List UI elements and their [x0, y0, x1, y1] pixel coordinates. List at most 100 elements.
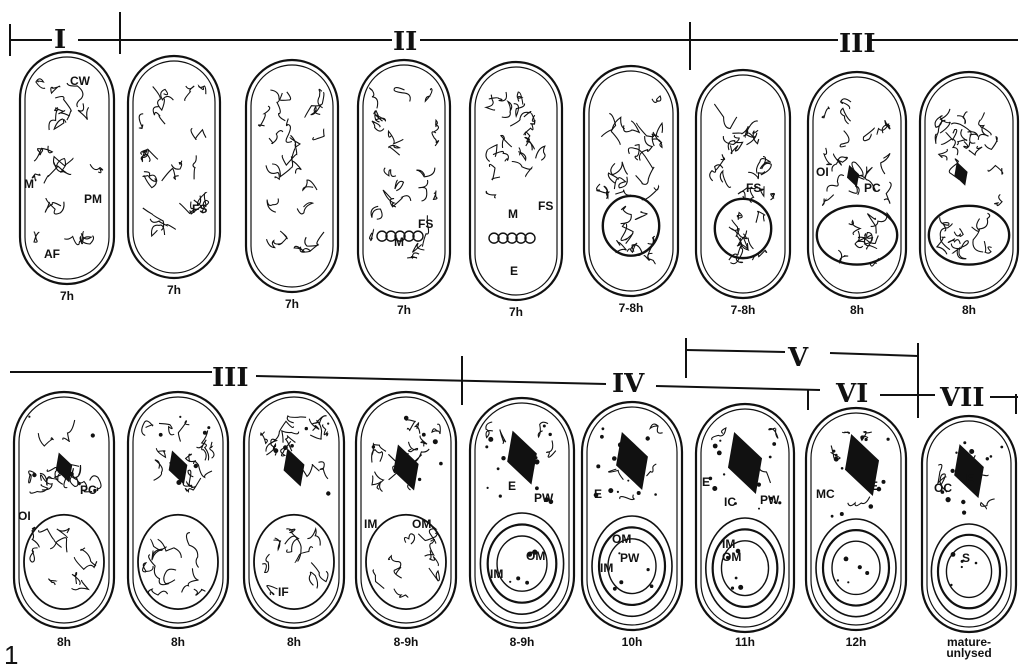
- cell-r2-4: [356, 392, 456, 628]
- label-m-1: M: [24, 177, 34, 191]
- cell-r1-3: [246, 60, 338, 292]
- label-fs-1: FS: [192, 202, 207, 216]
- time-label-5: 7h: [509, 305, 523, 319]
- label-e-2: E: [508, 479, 516, 493]
- spore-core: [832, 541, 880, 594]
- row-2-cells: [14, 392, 1016, 632]
- cell-r1-1: [20, 52, 114, 284]
- cell-wall: [696, 70, 790, 298]
- cell-r1-6: [584, 66, 678, 296]
- time-label-4: 7h: [397, 303, 411, 317]
- time-label-5: 8-9h: [510, 635, 535, 649]
- label-e-4: E: [702, 475, 710, 489]
- plasma-membrane: [925, 77, 1013, 293]
- plasma-membrane: [251, 65, 333, 287]
- plasma-membrane: [133, 397, 223, 623]
- label-pm: PM: [84, 192, 102, 206]
- figure-number: 1: [4, 640, 18, 671]
- row-1-cells: [20, 52, 1018, 300]
- plasma-membrane: [701, 75, 785, 293]
- time-label-8: 12h: [846, 635, 867, 649]
- stage-label-VII: VII: [939, 383, 985, 413]
- cell-wall: [128, 392, 228, 628]
- time-label-9: 8h: [962, 303, 976, 317]
- time-label-8: 8h: [850, 303, 864, 317]
- plasma-membrane: [133, 61, 215, 273]
- plasma-membrane: [589, 71, 673, 291]
- stage-label-I: I: [54, 25, 66, 55]
- label-om-3: OM: [612, 532, 631, 546]
- cell-wall: [356, 392, 456, 628]
- cell-r2-2: [128, 392, 228, 628]
- cell-r2-3: [244, 392, 344, 628]
- label-pw-1: PW: [534, 491, 554, 505]
- time-label-1: 8h: [57, 635, 71, 649]
- label-om-4: OM: [722, 550, 741, 564]
- label-oi-1: OI: [816, 165, 829, 179]
- time-label-2: 7h: [167, 283, 181, 297]
- label-oi-2: OI: [18, 509, 31, 523]
- cell-r1-4: [358, 60, 450, 298]
- label-pc-2: PC: [80, 483, 97, 497]
- label-fs-3: FS: [538, 199, 553, 213]
- label-im-4: IM: [722, 537, 735, 551]
- label-ic: IC: [724, 495, 736, 509]
- cell-r2-9: [922, 416, 1016, 632]
- plasma-membrane: [19, 397, 109, 623]
- time-label-6: 10h: [622, 635, 643, 649]
- forespore: [603, 196, 659, 256]
- label-im-2: IM: [490, 567, 503, 581]
- cell-wall: [584, 66, 678, 296]
- cell-r2-7: [696, 404, 794, 632]
- cell-r1-2: [128, 56, 220, 278]
- label-im-1: IM: [364, 517, 377, 531]
- time-label-4: 8-9h: [394, 635, 419, 649]
- spore-coat-outer: [706, 518, 784, 618]
- stage-label-V: V: [787, 343, 809, 373]
- plasma-membrane: [475, 67, 557, 295]
- label-e-1: E: [510, 264, 518, 278]
- spore-core: [608, 539, 656, 594]
- plasma-membrane: [25, 57, 109, 279]
- forespore: [817, 206, 897, 265]
- cell-r1-7: [696, 70, 790, 298]
- spore-coat-outer: [931, 524, 1006, 619]
- label-pw-2: PW: [620, 551, 640, 565]
- spore-coat-outer: [480, 513, 563, 614]
- cell-r1-9: [920, 72, 1018, 298]
- label-om-2: OM: [526, 549, 545, 563]
- time-label-1: 7h: [60, 289, 74, 303]
- stage-label-VI: VI: [835, 379, 868, 409]
- cell-r2-6: [582, 402, 682, 630]
- time-label-7: 7-8h: [731, 303, 756, 317]
- cell-wall: [244, 392, 344, 628]
- label-af: AF: [44, 247, 60, 261]
- label-pw-3: PW: [760, 493, 780, 507]
- forespore: [929, 206, 1009, 265]
- label-m-3: M: [508, 207, 518, 221]
- time-label-2: 8h: [171, 635, 185, 649]
- plasma-membrane: [363, 65, 445, 293]
- cell-wall: [358, 60, 450, 298]
- label-fs-2: FS: [418, 217, 433, 231]
- label-m-2: M: [394, 235, 404, 249]
- cell-r1-8: [808, 72, 906, 298]
- time-label-9: mature-unlysed: [946, 635, 991, 660]
- label-pc-1: PC: [864, 181, 881, 195]
- label-if: IF: [278, 585, 289, 599]
- label-im-3: IM: [600, 561, 613, 575]
- label-s: S: [962, 551, 970, 565]
- label-om-1: OM: [412, 517, 431, 531]
- label-oc: OC: [934, 481, 952, 495]
- spore-core: [497, 536, 547, 591]
- stage-label-IV: IV: [612, 369, 645, 399]
- spore-coat-outer: [816, 519, 896, 617]
- label-e-6: E: [966, 471, 974, 485]
- label-cw: CW: [70, 74, 91, 88]
- stage-label-III-top: III: [839, 29, 876, 59]
- time-label-3: 7h: [285, 297, 299, 311]
- stage-label-III-bottom: III: [212, 363, 249, 393]
- time-label-7: 11h: [735, 635, 755, 649]
- label-e-5: E: [870, 479, 878, 493]
